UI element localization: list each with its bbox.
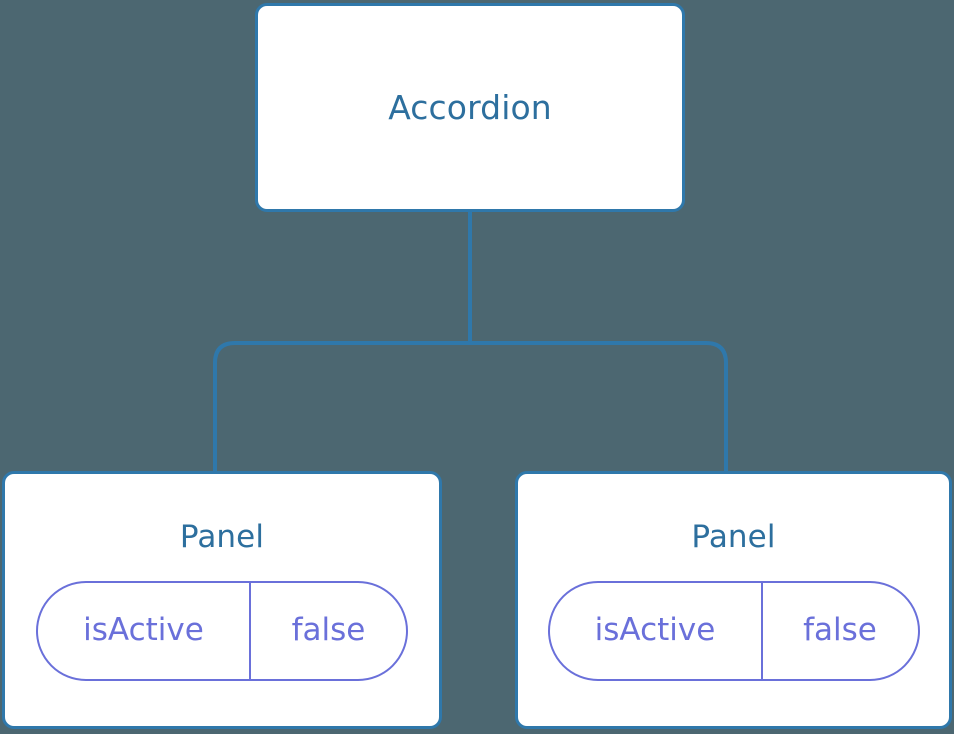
prop-key: isActive xyxy=(550,583,763,679)
prop-key: isActive xyxy=(38,583,251,679)
prop-value: false xyxy=(803,611,877,648)
connector-branch-left xyxy=(213,341,470,474)
prop-value: false xyxy=(291,611,366,648)
prop-pill-isactive[interactable]: isActive false xyxy=(547,581,920,681)
node-panel-1[interactable]: Panel isActive false xyxy=(515,471,952,729)
node-title: Panel xyxy=(179,519,265,555)
connector-branch-right xyxy=(470,341,728,474)
node-panel-0[interactable]: Panel isActive false xyxy=(2,471,442,729)
node-accordion[interactable]: Accordion xyxy=(255,3,685,212)
node-title: Panel xyxy=(691,519,776,555)
node-title: Accordion xyxy=(388,88,552,127)
prop-pill-isactive[interactable]: isActive false xyxy=(36,581,408,681)
